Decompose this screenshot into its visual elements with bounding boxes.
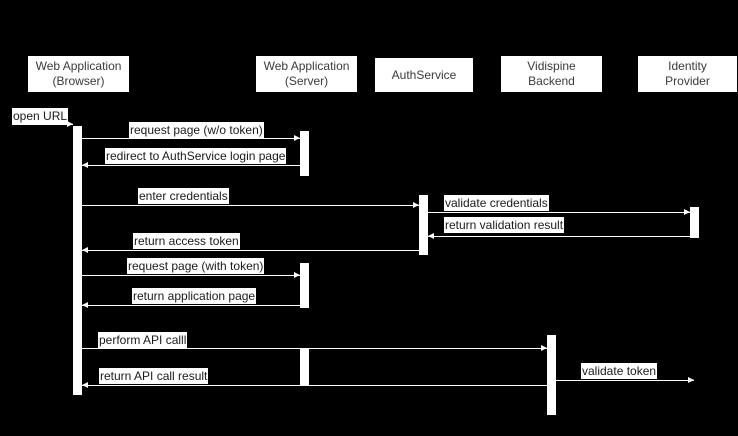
activation-browser [73,126,82,395]
activation-server-2 [300,263,309,308]
message-label-request-page-with-token: request page (with token) [127,258,265,274]
participant-server: Web Application (Server) [255,55,358,93]
lifeline-auth [424,93,425,436]
arrow-line-perform-api-call [82,348,547,349]
message-label-validate-token: validate token [581,363,658,379]
message-label-redirect-to-authservice: redirect to AuthService login page [105,148,287,164]
participant-identity-provider: Identity Provider [637,55,738,93]
activation-server-3 [300,348,309,386]
message-label-return-access-token: return access token [133,233,240,249]
arrow-line-validate-credentials [428,212,690,213]
arrow-head-request-page-no-token [294,135,300,141]
arrow-line-redirect-to-authservice [82,165,300,166]
arrow-head-return-access-token [82,247,88,253]
participant-authservice: AuthService [374,57,474,93]
arrow-head-return-validation-result [428,233,434,239]
arrow-head-perform-api-call [541,345,547,351]
activation-server-1 [300,131,309,176]
arrow-line-validate-token [556,380,694,381]
arrow-line-return-validation-result [428,236,690,237]
lifeline-vidispine [551,93,552,436]
participant-browser: Web Application (Browser) [27,55,130,93]
message-label-enter-credentials: enter credentials [138,188,229,204]
arrow-line-return-access-token [82,250,419,251]
arrow-line-request-page-no-token [82,138,300,139]
activation-vidispine-backend-1 [547,335,556,415]
arrow-line-open-url [12,124,73,125]
activation-identity-provider-1 [690,207,699,238]
arrow-head-request-page-with-token [294,272,300,278]
arrow-line-request-page-with-token [82,275,300,276]
arrow-head-enter-credentials [413,202,419,208]
message-label-perform-api-call: perform API calll [98,332,188,348]
message-label-request-page-no-token: request page (w/o token) [129,122,264,138]
participant-vidispine-backend: Vidispine Backend [500,55,603,93]
arrow-head-return-api-call-result [82,382,88,388]
message-label-return-validation-result: return validation result [444,217,565,233]
arrow-line-return-api-call-result [82,385,547,386]
arrow-head-validate-token [688,377,694,383]
message-label-return-application-page: return application page [132,288,257,304]
message-label-open-url: open URL [12,108,69,124]
activation-authservice-1 [419,195,428,255]
arrow-line-enter-credentials [82,205,419,206]
arrow-head-redirect-to-authservice [82,162,88,168]
arrow-head-return-application-page [82,302,88,308]
arrow-head-open-url [67,121,73,127]
lifeline-identity [694,93,695,436]
arrow-head-validate-credentials [684,209,690,215]
message-label-validate-credentials: validate credentials [444,195,549,211]
arrow-line-return-application-page [82,305,300,306]
message-label-return-api-call-result: return API call result [99,368,209,384]
